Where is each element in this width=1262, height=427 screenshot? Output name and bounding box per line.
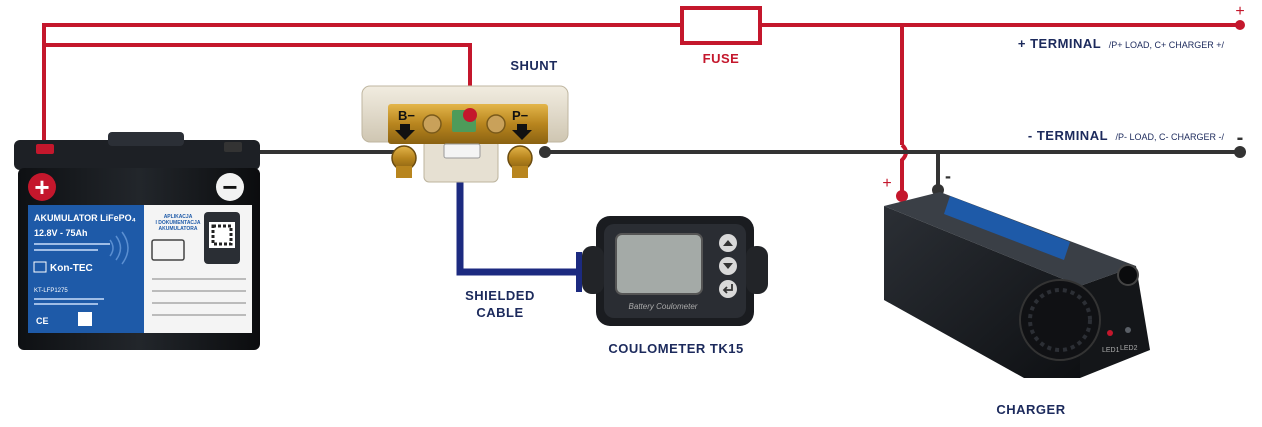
charger-end-face: [1080, 266, 1150, 378]
shunt-connector: [443, 143, 481, 159]
charger-plus-sign: +: [882, 175, 891, 192]
shunt-neg-wire-dot: [539, 146, 551, 158]
shunt-right-terminal-label: P−: [512, 108, 529, 123]
battery-spec-line1: [34, 243, 110, 245]
battery-neg-cap: [216, 173, 244, 201]
negative-terminal-title: - TERMINAL: [1028, 128, 1108, 143]
shunt-label: SHUNT: [510, 58, 557, 73]
negative-terminal-detail: /P- LOAD, C- CHARGER -/: [1115, 132, 1224, 142]
battery-app-line1: APLIKACJA: [164, 214, 193, 220]
coulometer-device-text: Battery Coulometer: [629, 302, 698, 311]
charger[interactable]: LED1 LED2: [884, 192, 1150, 378]
shunt[interactable]: B− P−: [361, 85, 569, 183]
negative-terminal-dot[interactable]: [1234, 146, 1246, 158]
battery-pos-cap: [28, 173, 56, 201]
negative-terminal-label: - TERMINAL /P- LOAD, C- CHARGER -/: [1028, 127, 1225, 144]
shielded-cable-label-line2: CABLE: [476, 305, 523, 320]
charger-led1-label: LED1: [1102, 347, 1120, 354]
charger-knob: [1117, 264, 1139, 286]
charger-pos-connection-dot: [896, 190, 908, 202]
coulometer-label: COULOMETER TK15: [608, 341, 743, 356]
charger-led2-icon: [1125, 327, 1131, 333]
positive-terminal-title: + TERMINAL: [1018, 36, 1101, 51]
shunt-screw-right: [486, 114, 506, 134]
battery-warn-lines2: [152, 290, 246, 292]
battery-neg-post: [224, 142, 242, 152]
fuse[interactable]: [680, 6, 762, 45]
charger-led1-icon: [1107, 330, 1113, 336]
positive-main-wire: [42, 23, 1240, 150]
battery-handle: [108, 132, 184, 146]
shunt-pos-sense-dot: [463, 108, 477, 122]
positive-terminal-dot[interactable]: [1235, 20, 1245, 30]
shunt-left-terminal-label: B−: [398, 108, 415, 123]
shielded-cable-label-line1: SHIELDED: [465, 288, 535, 303]
battery-fineprint2: [34, 303, 98, 305]
coulometer-enter-arrow: [722, 284, 733, 294]
fuse-body: [680, 6, 762, 45]
kontec-logo-box: [33, 261, 47, 273]
shunt-left-arrow-icon: [395, 124, 415, 140]
battery-model: KT-LFP1275: [34, 288, 68, 294]
battery-warn-lines: [152, 278, 246, 280]
shunt-screw-left: [422, 114, 442, 134]
charger-blue-label: [944, 196, 1070, 260]
coulometer-mount-left: [582, 246, 604, 294]
coulometer-down-arrow: [723, 263, 733, 269]
fuse-label: FUSE: [703, 51, 740, 66]
positive-terminal-sign: +: [1235, 3, 1244, 20]
shunt-left-stud-base: [396, 166, 412, 178]
shielded-cable: [456, 158, 580, 276]
battery-warn-lines3: [152, 302, 246, 304]
battery-title: AKUMULATOR LiFePO₄: [34, 213, 136, 223]
battery-warn-lines4: [152, 314, 246, 316]
shunt-right-arrow-icon: [512, 124, 532, 140]
battery-pos-post: [36, 144, 54, 154]
coulometer-tk15[interactable]: Battery Coulometer: [582, 216, 768, 326]
charger-minus-sign: -: [945, 166, 951, 186]
battery-qr-pattern: [211, 224, 233, 246]
battery-neg-symbol: −: [222, 172, 237, 202]
battery-spec-line2: [34, 249, 98, 251]
battery-ce-mark: CE: [36, 316, 49, 326]
positive-terminal-label: + TERMINAL /P+ LOAD, C+ CHARGER +/: [1018, 35, 1225, 52]
battery-lid: [14, 140, 260, 170]
battery-spec: 12.8V - 75Ah: [34, 228, 88, 238]
negative-terminal-sign: -: [1237, 127, 1244, 149]
battery-app-line3: AKUMULATORA: [159, 226, 198, 232]
positive-terminal-detail: /P+ LOAD, C+ CHARGER +/: [1109, 40, 1225, 50]
battery-qr-small: [78, 312, 92, 326]
charger-fan-icon: [1019, 279, 1101, 361]
battery-app-line2: I DOKUMENTACJA: [156, 220, 201, 226]
shunt-right-stud-base: [512, 166, 528, 178]
coulometer-mount-right: [746, 246, 768, 294]
coulometer-screen: [615, 233, 703, 295]
coulometer-enter-button-icon[interactable]: [719, 280, 737, 298]
battery[interactable]: + − AKUMULATOR LiFePO₄ 12.8V - 75Ah Kon-…: [14, 132, 260, 350]
charger-fan-grill: [1028, 288, 1092, 352]
charger-label: CHARGER: [996, 402, 1065, 417]
battery-label-blue: [28, 205, 144, 333]
battery-fineprint1: [34, 298, 104, 300]
shielded-cable-group: [456, 158, 582, 292]
coulometer-up-arrow: [723, 240, 733, 246]
battery-brand: Kon-TEC: [50, 263, 93, 274]
negative-wire-group: [231, 146, 1240, 190]
charger-led2-label: LED2: [1120, 345, 1138, 352]
nfc-waves-icon: [109, 231, 129, 265]
battery-mini-icon: [151, 239, 185, 261]
battery-pos-symbol: +: [34, 172, 49, 202]
